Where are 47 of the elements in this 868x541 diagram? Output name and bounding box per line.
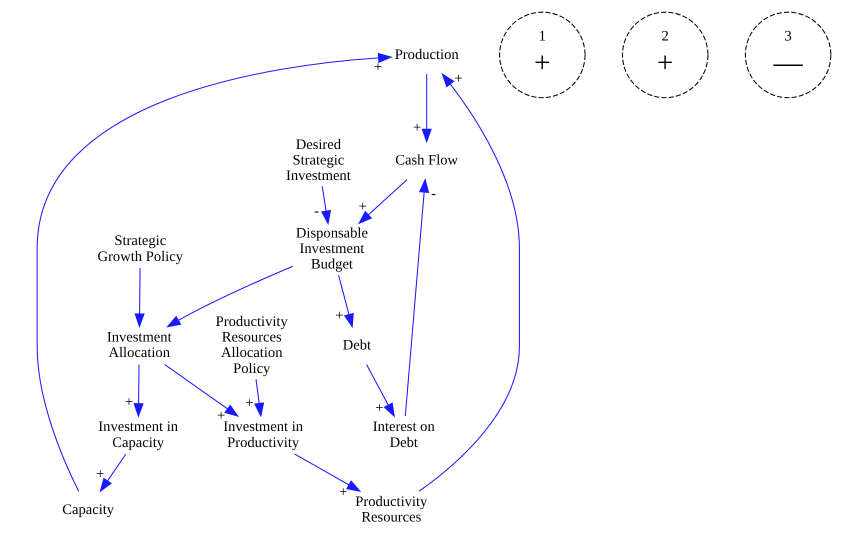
edge-label: + bbox=[413, 120, 422, 136]
arrow bbox=[366, 364, 395, 418]
node-text: Debt bbox=[342, 337, 372, 354]
arrow bbox=[100, 454, 126, 493]
label: + bbox=[656, 46, 674, 79]
node-text: Disponsable Investment Budget bbox=[296, 225, 368, 273]
edge-label: + bbox=[96, 466, 104, 482]
edge-label: - bbox=[431, 186, 436, 202]
edge-label: + bbox=[339, 484, 348, 501]
arrow bbox=[321, 186, 332, 226]
label: + bbox=[534, 46, 550, 79]
arrow bbox=[134, 268, 145, 328]
node-text: Capacity bbox=[62, 502, 114, 518]
node-text: Investment in Capacity bbox=[98, 419, 178, 451]
edge-label: + bbox=[374, 59, 382, 76]
edge-label: + bbox=[124, 394, 134, 410]
node-text: Investment in Productivity bbox=[223, 419, 304, 451]
node-text: Strategic Growth Policy bbox=[98, 233, 184, 265]
arrow bbox=[418, 72, 520, 492]
edge-label: + bbox=[335, 308, 344, 324]
node-text: Productivity Resources Allocation Policy bbox=[216, 314, 288, 377]
node-text: Investment Allocation bbox=[106, 330, 172, 362]
label: 1 bbox=[538, 28, 546, 45]
arrow bbox=[164, 364, 240, 418]
node-text: Productivity Resources bbox=[355, 494, 428, 526]
edge-label: - bbox=[314, 203, 319, 220]
node-text: Interest on Debt bbox=[372, 419, 435, 451]
edge-label: + bbox=[454, 70, 463, 87]
edge-label: + bbox=[375, 400, 384, 417]
node-text: Desired Strategic Investment bbox=[286, 136, 351, 184]
arrow bbox=[36, 52, 393, 492]
arrow bbox=[422, 74, 432, 144]
arrow bbox=[166, 266, 294, 328]
edge-label: + bbox=[358, 198, 367, 215]
arrow bbox=[358, 179, 408, 224]
node-text: Production bbox=[394, 46, 459, 63]
edge-label: + bbox=[245, 395, 254, 412]
edge-label: + bbox=[217, 408, 226, 424]
label: 3 bbox=[784, 28, 792, 45]
label: — bbox=[774, 46, 803, 79]
node-text: Cash Flow bbox=[395, 152, 458, 168]
arrow bbox=[133, 364, 144, 418]
arrow bbox=[404, 178, 430, 416]
arrow bbox=[338, 274, 354, 328]
arrow bbox=[254, 379, 264, 418]
label: 2 bbox=[662, 28, 669, 45]
arrow bbox=[294, 454, 362, 492]
